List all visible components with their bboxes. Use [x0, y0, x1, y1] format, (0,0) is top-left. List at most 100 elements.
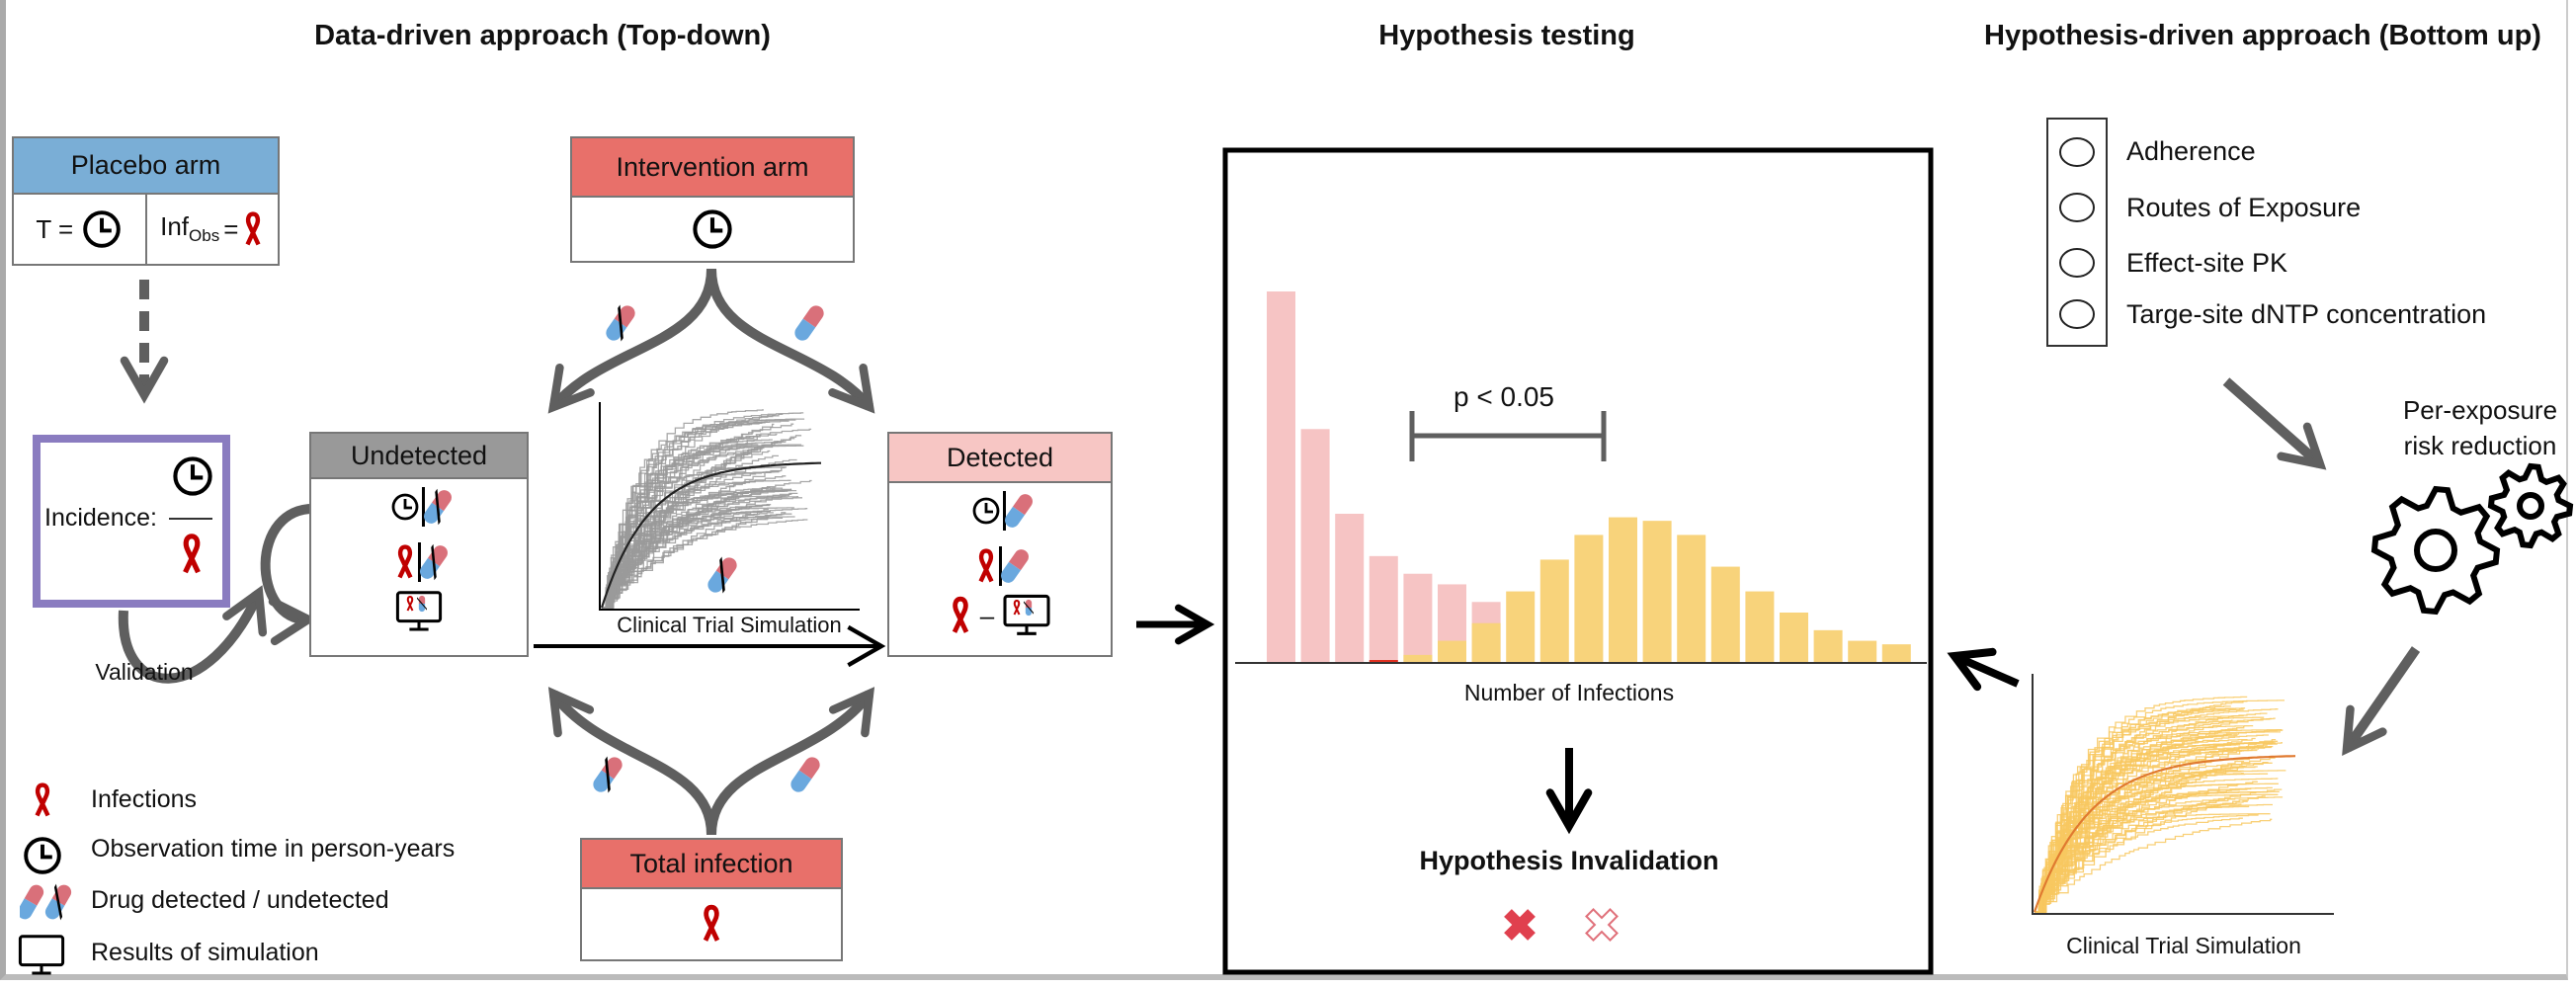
checklist-item-routes: Routes of Exposure	[2126, 193, 2362, 222]
observed-bar	[1267, 291, 1295, 662]
simulated-bar	[1677, 535, 1706, 662]
large-gear-icon	[2370, 485, 2501, 616]
intervention-arm-header: Intervention arm	[572, 138, 853, 198]
simulation-trajectory	[2035, 717, 2272, 913]
simulation-trajectory	[602, 512, 774, 609]
total-infection-header: Total infection	[582, 840, 841, 889]
simulated-bar	[1506, 591, 1536, 662]
intervention-arm-box: Intervention arm	[570, 136, 855, 263]
significance-bracket	[1409, 411, 1607, 461]
simulation-trajectory	[2035, 740, 2279, 913]
simulation-trajectory	[2035, 707, 2246, 913]
simulation-trajectory	[602, 454, 779, 609]
time-given-detected	[889, 483, 1111, 538]
simulation-trajectory	[602, 446, 766, 609]
simulation-trajectory	[602, 504, 770, 609]
checklist-box	[2046, 118, 2108, 347]
ribbon-icon	[179, 532, 205, 577]
time-given-undetected	[311, 479, 527, 535]
legend-results-simulation: Results of simulation	[91, 939, 319, 966]
histogram-x-label: Number of Infections	[1463, 680, 1675, 705]
simulation-trajectory	[602, 517, 784, 609]
observed-bar	[1403, 573, 1433, 662]
ribbon-icon	[242, 209, 264, 249]
simulated-bar	[1438, 640, 1466, 662]
clock-icon	[691, 207, 734, 251]
checklist-radio[interactable]	[2059, 137, 2095, 167]
large-gear-hub	[2414, 529, 2457, 572]
crossed-pill-icon	[598, 297, 644, 348]
simulation-trajectory	[2035, 716, 2265, 913]
simulation-label-left: Clinical Trial Simulation	[617, 613, 842, 637]
checklist-radio[interactable]	[2059, 299, 2095, 329]
total-infection-box: Total infection	[580, 838, 843, 961]
simulation-trajectory	[2035, 729, 2284, 913]
simulated-bar	[1609, 517, 1637, 662]
simulated-bar	[1642, 521, 1672, 662]
pill-icon	[784, 751, 826, 799]
simulation-axes-right	[2032, 674, 2334, 915]
simulation-trajectory	[2035, 788, 2283, 913]
clock-icon	[22, 835, 63, 876]
incidence-label: Incidence:	[44, 504, 157, 532]
solid-cross-icon	[1504, 909, 1536, 941]
simulated-bar	[1539, 559, 1569, 662]
checklist-radio[interactable]	[2059, 248, 2095, 278]
simulation-mean-curve	[600, 461, 821, 609]
simulation-trajectory	[2035, 790, 2280, 913]
crossed-pill-icon	[585, 749, 631, 799]
checklist-radio[interactable]	[2059, 193, 2095, 222]
outline-cross-icon	[1585, 908, 1619, 942]
simulated-bar	[1813, 629, 1843, 662]
monitor-icon	[1002, 594, 1051, 637]
simulation-mean-curve	[2033, 755, 2296, 913]
checklist-to-gears-arrow	[2222, 377, 2327, 470]
observed-bar	[1300, 429, 1330, 662]
intervention-to-detected-arrow	[706, 268, 875, 414]
simulation-trajectory	[602, 486, 771, 609]
hypothesis-invalidation-label: Hypothesis Invalidation	[1419, 846, 1719, 875]
t-label: T =	[36, 213, 74, 244]
detected-box: Detected –	[887, 432, 1113, 657]
pill-icon	[788, 299, 830, 348]
small-gear-icon	[2487, 462, 2574, 549]
infections-given-detected	[889, 538, 1111, 594]
monitor-icon	[311, 590, 527, 633]
detected-header: Detected	[889, 434, 1111, 483]
simulation-trajectory	[602, 495, 787, 609]
simulation-trajectory	[602, 441, 787, 609]
simulation-trajectory	[2035, 738, 2277, 913]
infections-minus-simulation: –	[889, 594, 1111, 637]
simulation-trajectory	[602, 423, 794, 609]
gears-to-simulation-arrow	[2342, 646, 2421, 757]
simulated-bar	[1745, 591, 1775, 662]
pill-icon	[20, 879, 79, 925]
undetected-loop-arrow	[260, 503, 319, 645]
observed-marker	[1369, 660, 1398, 662]
monitor-icon	[18, 934, 65, 977]
clock-icon	[171, 454, 214, 498]
p-value-label: p < 0.05	[1454, 381, 1554, 412]
simulation-chart-hypothesis	[2033, 696, 2296, 913]
simulation-label-right: Clinical Trial Simulation	[2066, 933, 2301, 958]
simulated-bar	[1780, 613, 1808, 662]
simulation-trajectory	[602, 441, 779, 609]
simulation-to-hypothesis-arrow	[1947, 647, 2020, 692]
simulated-bar	[1710, 566, 1740, 662]
placebo-arm-box: Placebo arm T = InfObs =	[12, 136, 280, 266]
simulated-bar	[1574, 535, 1604, 662]
ribbon-icon	[700, 903, 723, 945]
fraction-bar	[169, 518, 212, 520]
simulation-trajectory	[602, 423, 760, 609]
validation-arrow	[118, 585, 268, 684]
simulation-trajectory	[2035, 729, 2283, 913]
intervention-to-undetected-arrow	[547, 268, 716, 414]
clock-icon	[81, 208, 123, 250]
undetected-box: Undetected	[309, 432, 529, 657]
hypothesis-testing-box	[1222, 147, 1934, 975]
legend-observation-time: Observation time in person-years	[91, 835, 456, 863]
incidence-box: Incidence:	[33, 435, 230, 608]
title-hypothesis-testing: Hypothesis testing	[1378, 20, 1635, 51]
